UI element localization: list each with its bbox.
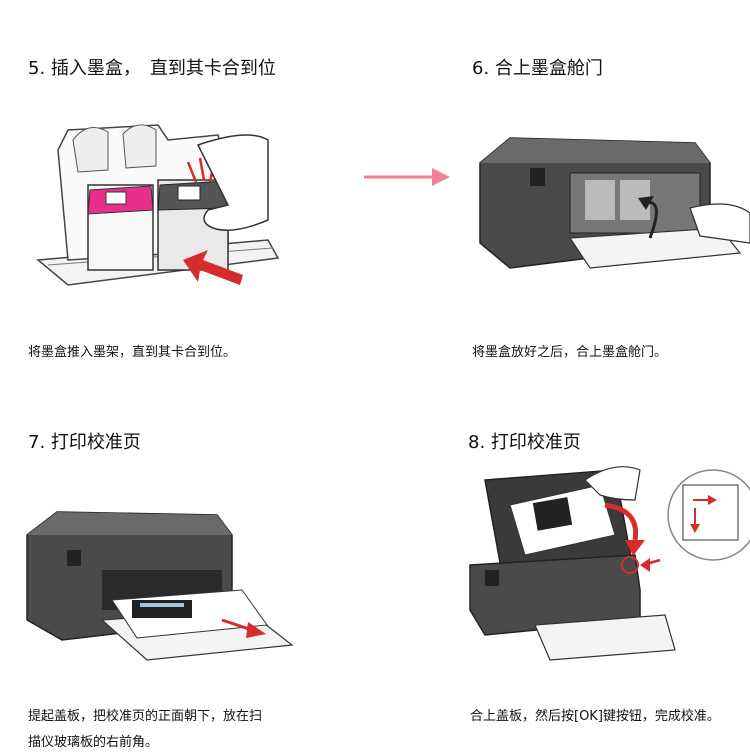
cartridge-illustration [28, 110, 283, 310]
printer-close-door-illustration [470, 118, 750, 288]
step6-title: 6. 合上墨盒舱门 [472, 58, 603, 79]
step6-description: 将墨盒放好之后，合上墨盒舱门。 [472, 345, 668, 360]
step5-description: 将墨盒推入墨架，直到其卡合到位。 [28, 345, 237, 360]
step7-title: 7. 打印校准页 [28, 432, 141, 453]
step7-description-line2: 描仪玻璃板的右前角。 [28, 735, 159, 750]
step8-title: 8. 打印校准页 [468, 432, 581, 453]
step7-description: 提起盖板，把校准页的正面朝下，放在扫 描仪玻璃板的右前角。 [28, 704, 318, 756]
step8-description: 合上盖板，然后按[OK]键按钮，完成校准。 [470, 709, 720, 724]
step5-title: 5. 插入墨盒， 直到其卡合到位 [28, 58, 276, 79]
printer-output-illustration [22, 490, 302, 665]
pink-arrow-icon [362, 165, 452, 189]
scanner-alignment-illustration [465, 460, 750, 670]
step7-description-line1: 提起盖板，把校准页的正面朝下，放在扫 [28, 709, 263, 724]
